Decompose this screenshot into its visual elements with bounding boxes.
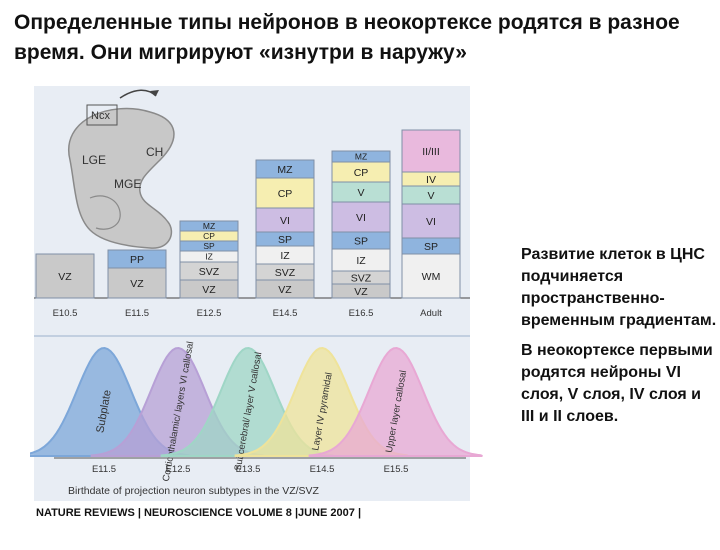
column-e14-5: MZ CP VI SP IZ SVZ VZ xyxy=(255,159,315,299)
layer-label: WM xyxy=(422,271,441,283)
layer-label: IV xyxy=(426,174,436,186)
birthdate-axis: E11.5 E12.5 E13.5 E14.5 E15.5 xyxy=(92,464,408,475)
side-text-p1: Развитие клеток в ЦНС подчиняется простр… xyxy=(521,246,717,329)
citation: NATURE REVIEWS | NEUROSCIENCE VOLUME 8 |… xyxy=(36,507,362,519)
stage-label: Adult xyxy=(420,308,442,319)
birthdate-tick: E12.5 xyxy=(166,464,191,475)
layer-label: V xyxy=(357,187,364,199)
layer-label: VZ xyxy=(354,286,368,298)
layer-label: CP xyxy=(354,167,369,179)
column-e10-5: VZ xyxy=(35,253,95,299)
layer-label: IZ xyxy=(356,255,366,267)
layer-label: VZ xyxy=(58,271,72,283)
layer-label: VZ xyxy=(202,284,216,296)
birthdate-curve xyxy=(308,346,483,457)
ncx-label: Ncx xyxy=(91,110,110,122)
layer-label: SP xyxy=(278,234,292,246)
layer-ii-iii xyxy=(401,129,461,173)
ncx-box xyxy=(86,104,118,126)
layer-label: MZ xyxy=(277,164,293,176)
layer-label: SP xyxy=(424,241,438,253)
birthdate-axis-label: Birthdate of projection neuron subtypes … xyxy=(68,485,320,497)
layer-label: PP xyxy=(130,254,144,266)
layer-vz xyxy=(179,279,239,299)
layer-label: CP xyxy=(203,231,215,241)
stage-label: E11.5 xyxy=(125,308,149,319)
layer-label: VZ xyxy=(130,278,144,290)
layer-label: SVZ xyxy=(275,267,296,279)
layer-label: SP xyxy=(354,235,368,247)
layer-label: MZ xyxy=(203,221,215,231)
stage-axis: E10.5 E11.5 E12.5 E14.5 E16.5 Adult xyxy=(53,308,443,319)
layer-label: IZ xyxy=(205,252,213,262)
cortical-columns: VZPPVZMZCPSPIZSVZVZMZCPVISPIZSVZVZMZCPVV… xyxy=(35,129,461,299)
birthdate-tick: E14.5 xyxy=(310,464,335,475)
layer-label: SVZ xyxy=(351,272,372,284)
slide-title: Определенные типы нейронов в неокортексе… xyxy=(14,11,680,64)
birthdate-tick: E15.5 xyxy=(384,464,409,475)
layer-label: V xyxy=(427,190,434,202)
column-e11-5: PP VZ xyxy=(107,249,167,299)
layer-label: VI xyxy=(426,216,436,228)
side-text: Развитие клеток в ЦНС подчиняется простр… xyxy=(521,244,717,436)
layer-vz xyxy=(35,253,95,299)
layer-vi xyxy=(255,207,315,233)
column-adult: II/III IV V VI SP WM xyxy=(401,129,461,299)
layer-label: VZ xyxy=(278,284,292,296)
birthdate-tick: E13.5 xyxy=(236,464,261,475)
stage-label: E12.5 xyxy=(197,308,222,319)
stage-label: E16.5 xyxy=(349,308,374,319)
layer-label: SVZ xyxy=(199,266,220,278)
curve-5: Upper layer callosal xyxy=(308,346,483,457)
side-text-p2: В неокортексе первыми родятся нейроны VI… xyxy=(521,342,713,425)
layer-label: VI xyxy=(356,212,366,224)
stage-label: E10.5 xyxy=(53,308,78,319)
ch-label: CH xyxy=(146,145,163,159)
layer-vz xyxy=(107,267,167,299)
embryonic-brain-diagram: Ncx CH LGE MGE xyxy=(67,89,175,249)
layer-label: MZ xyxy=(355,152,367,162)
layer-label: CP xyxy=(278,188,293,200)
mge-label: MGE xyxy=(114,177,141,191)
cortex-development-figure: Ncx CH LGE MGE VZPPVZMZCPSPIZSVZVZMZCPVI… xyxy=(30,86,483,501)
migration-arrow-icon xyxy=(119,89,157,99)
layer-label: II/III xyxy=(422,146,440,158)
birthdate-tick: E11.5 xyxy=(92,464,116,475)
layer-vz xyxy=(255,279,315,299)
lge-label: LGE xyxy=(82,153,106,167)
column-e16-5: MZ CP V VI SP IZ SVZ VZ xyxy=(331,150,391,299)
layer-label: SP xyxy=(203,241,215,251)
layer-label: VI xyxy=(280,215,290,227)
layer-label: IZ xyxy=(280,250,290,262)
layer-vz xyxy=(331,283,391,299)
layer-wm xyxy=(401,253,461,299)
stage-label: E14.5 xyxy=(273,308,298,319)
